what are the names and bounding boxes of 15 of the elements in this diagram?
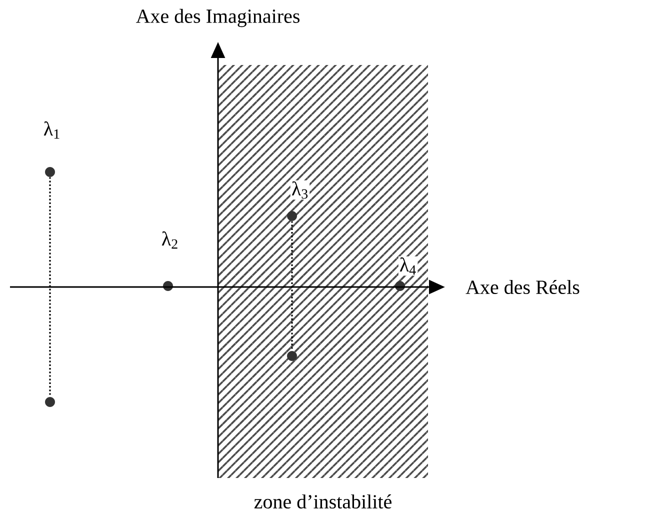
point: [395, 281, 405, 291]
point: [45, 397, 55, 407]
hatched-zone: zone d’instabilité: [254, 494, 392, 509]
dotted-line: [291, 221, 293, 351]
point: [287, 351, 297, 361]
point: [287, 211, 297, 221]
eigenvalue-label: λ$_{1}$: [42, 120, 62, 140]
point: [45, 167, 55, 177]
axis-label: Axe des Imaginaires: [136, 8, 300, 28]
eigenvalue-label: λ$_{2}$: [160, 230, 180, 250]
eigenvalue-label: λ$_{4}$: [398, 256, 418, 276]
axis-label: Axe des Réels: [466, 280, 580, 294]
point: [163, 281, 173, 291]
dotted-line: [49, 177, 51, 397]
eigenvalue-label: λ$_{3}$: [290, 180, 310, 200]
